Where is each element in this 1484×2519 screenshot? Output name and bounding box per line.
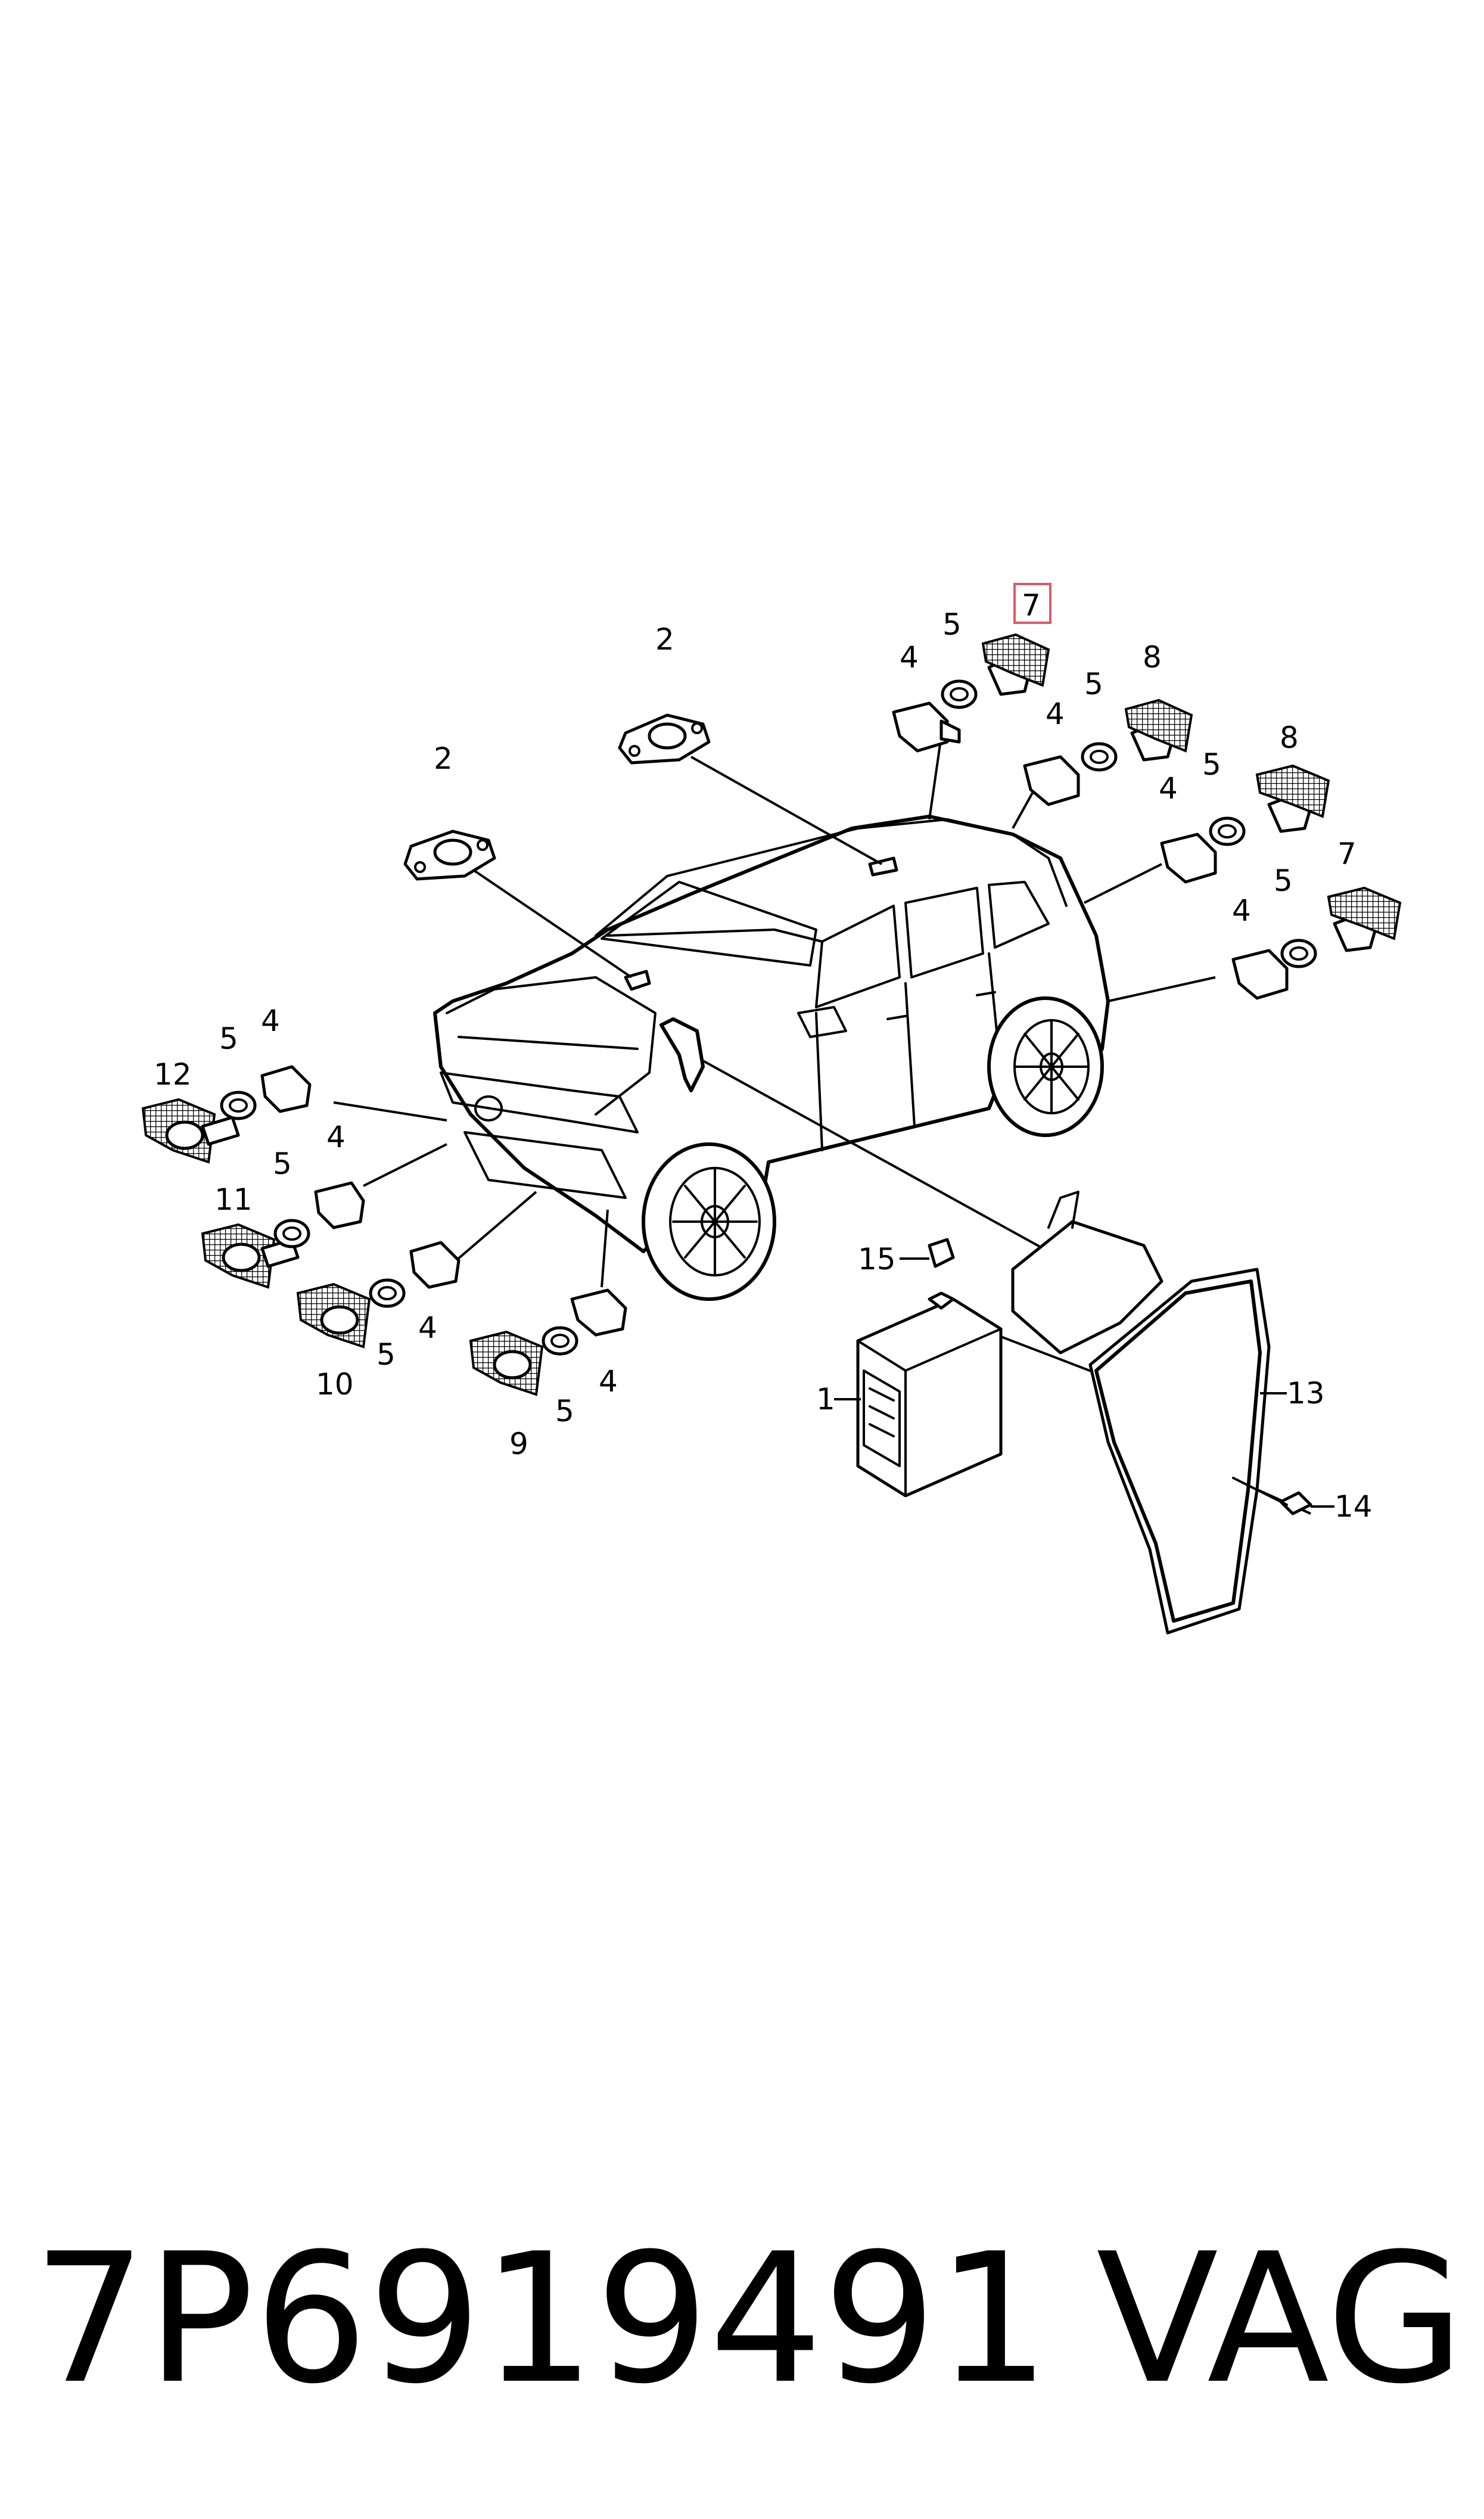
label-4-rear-mid: 4 bbox=[1046, 697, 1065, 731]
front-sensor-group-10 bbox=[296, 1241, 461, 1349]
label-8-rear-right: 8 bbox=[1280, 720, 1299, 755]
honeycomb-grille bbox=[1088, 1268, 1271, 1635]
roof-bracket-a bbox=[403, 830, 496, 881]
label-5-rear-top: 5 bbox=[942, 607, 962, 642]
label-1: 1 bbox=[816, 1382, 835, 1417]
screw bbox=[1232, 1477, 1312, 1515]
label-9: 9 bbox=[509, 1427, 528, 1461]
label-10: 10 bbox=[316, 1367, 354, 1402]
vehicle-illustration bbox=[433, 815, 1110, 1301]
label-5-f12: 5 bbox=[219, 1021, 238, 1056]
label-7-rear-right: 7 bbox=[1337, 837, 1357, 871]
rear-sensor-group-mid bbox=[1023, 698, 1193, 806]
roof-bracket-b bbox=[618, 713, 711, 765]
label-12: 12 bbox=[154, 1057, 192, 1092]
label-5-f11: 5 bbox=[273, 1147, 292, 1181]
label-5-rear-low: 5 bbox=[1274, 864, 1293, 898]
control-unit bbox=[856, 1291, 1003, 1498]
label-4-f11: 4 bbox=[326, 1120, 346, 1154]
rear-sensor-group-low bbox=[1231, 886, 1402, 1000]
front-sensor-group-9 bbox=[469, 1288, 627, 1396]
label-2b: 2 bbox=[434, 741, 453, 776]
clip bbox=[928, 1238, 955, 1268]
label-2a: 2 bbox=[655, 622, 674, 657]
label-8-rear-top: 8 bbox=[1143, 640, 1162, 675]
highlight-box bbox=[1013, 583, 1051, 624]
labels: 7 2 2 4 5 8 4 5 8 4 5 7 4 5 12 5 4 11 5 … bbox=[154, 583, 1373, 1524]
label-7-highlighted: 7 bbox=[1022, 588, 1041, 623]
label-14: 14 bbox=[1334, 1489, 1373, 1524]
part-number: 7P6919491 bbox=[33, 2215, 1050, 2423]
brand-name: VAG bbox=[1096, 2215, 1464, 2423]
label-4-rear-low: 4 bbox=[1232, 893, 1251, 928]
label-4-f9: 4 bbox=[599, 1364, 618, 1399]
label-4-f12: 4 bbox=[261, 1004, 280, 1038]
rear-sensor-group-right bbox=[1160, 764, 1330, 884]
label-5-rear-mid: 5 bbox=[1084, 667, 1103, 701]
mounting-bracket bbox=[1011, 1191, 1163, 1355]
front-sensor-group-11 bbox=[201, 1181, 365, 1289]
label-5-rear-right: 5 bbox=[1202, 747, 1221, 782]
label-5-f10: 5 bbox=[377, 1337, 396, 1372]
rear-sensor-group-top bbox=[892, 633, 1050, 753]
label-11: 11 bbox=[214, 1182, 253, 1217]
front-sensor-group-12 bbox=[141, 1065, 312, 1164]
label-13: 13 bbox=[1287, 1376, 1325, 1411]
label-4-f10: 4 bbox=[418, 1310, 437, 1345]
label-15: 15 bbox=[858, 1242, 896, 1276]
label-5-f9: 5 bbox=[555, 1394, 574, 1428]
label-4-rear-right: 4 bbox=[1159, 771, 1178, 806]
label-4-rear-top: 4 bbox=[900, 640, 919, 675]
